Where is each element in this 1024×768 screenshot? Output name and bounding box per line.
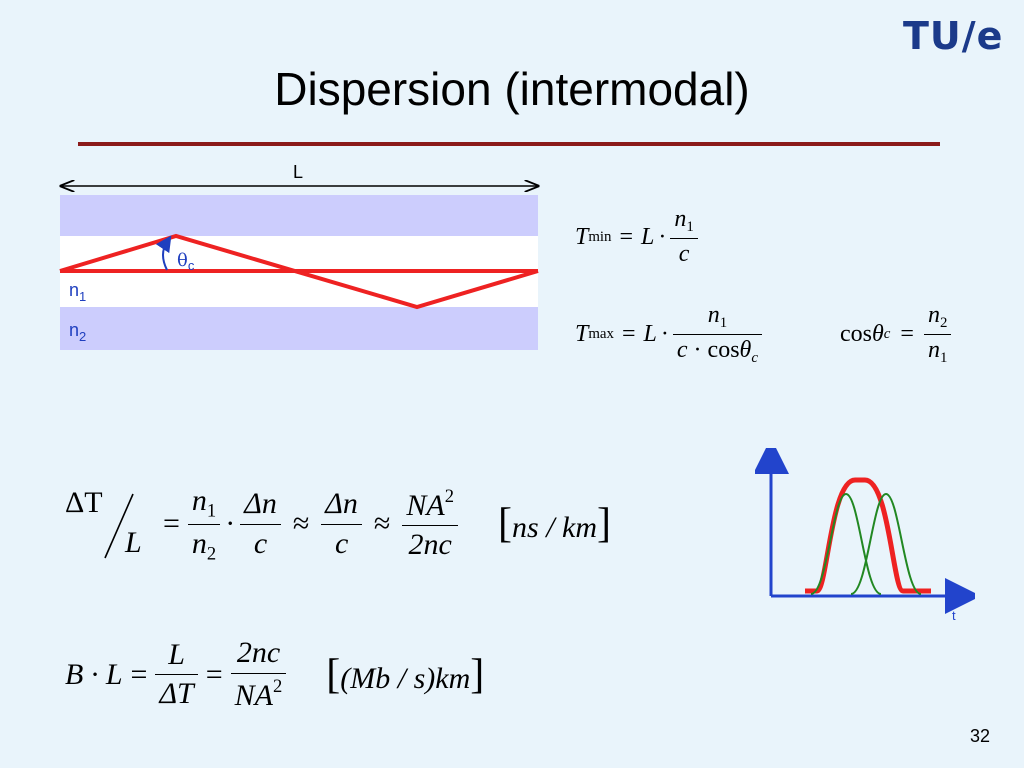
angle-label: θc [177,250,195,273]
cladding-top [60,195,538,236]
mode-pulse-2 [850,492,922,595]
pulse-plot: t [755,448,975,623]
tue-logo: TU/e [903,14,1004,58]
bandwidth-length-equation: B · L = L ΔT = 2nc NA2 [(Mb / s)km] [65,636,485,712]
delta-t-equation: ΔT L = n1 n2 · Δn c ≈ Δn c ≈ NA2 2nc [ns… [65,484,612,565]
mode-pulse-1 [810,492,882,595]
cladding-index-label: n2 [69,320,86,344]
slide-title: Dispersion (intermodal) [274,63,750,115]
envelope-pulse [805,477,931,594]
fiber-diagram: L θc n1 n2 [59,162,550,350]
zigzag-ray [59,233,539,310]
delta-t-unit: [ns / km] [498,501,612,548]
bl-unit: [(Mb / s)km] [326,651,485,698]
page-number: 32 [969,726,990,746]
delta-t-over-l: ΔT L [65,486,142,560]
length-label: L [293,162,303,182]
core-index-label: n1 [69,280,86,304]
time-axis-label: t [952,608,956,623]
angle-arc [155,235,172,271]
title-divider [78,142,940,146]
cladding-bottom [60,307,538,350]
